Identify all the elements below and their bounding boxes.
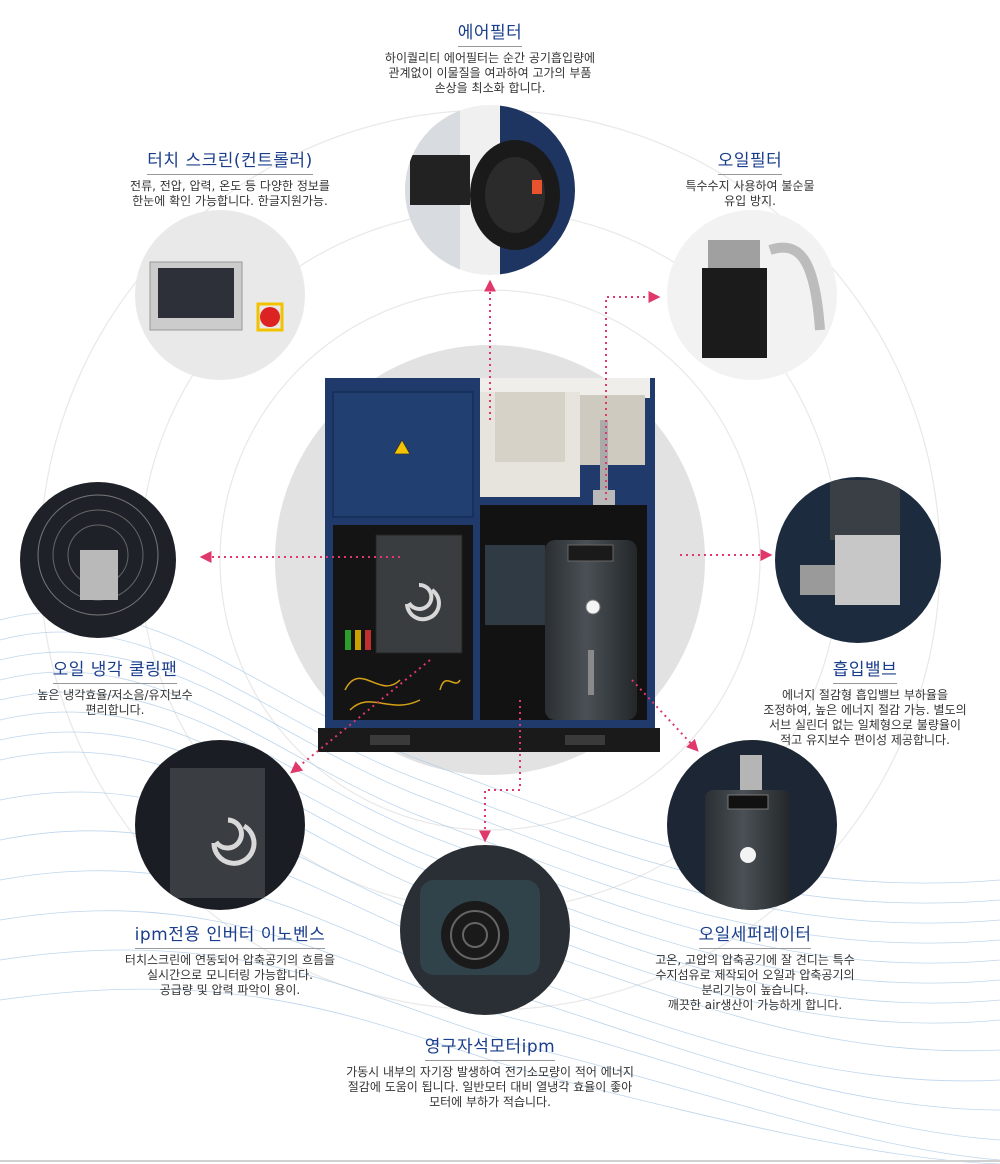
air-filter-image [405,105,575,275]
callout-description: 고온, 고압의 압축공기에 잘 견디는 특수 수지섬유로 제작되어 오일과 압축… [655,953,855,1012]
callout-title: 오일세퍼레이터 [698,920,812,949]
callout-title: ipm전용 인버터 이노벤스 [134,920,326,949]
callout-title: 영구자석모터ipm [424,1032,556,1061]
callout-oil-filter: 오일필터 특수수지 사용하여 불순물 유입 방지. [650,146,850,209]
callout-description: 높은 냉각효율/저소음/유지보수 편리합니다. [37,688,193,717]
callout-touch-screen: 터치 스크린(컨트롤러) 전류, 전압, 압력, 온도 등 다양한 정보를 한눈… [90,146,370,209]
logo-swirl-icon [405,582,441,622]
oil-separator-image [667,740,837,910]
inverter-image [135,740,305,910]
callout-title: 터치 스크린(컨트롤러) [147,146,313,175]
callout-title: 에어필터 [457,18,523,47]
callout-title: 흡입밸브 [832,655,898,684]
callout-intake-valve: 흡입밸브 에너지 절감형 흡입밸브 부하율을 조정하여, 높은 에너지 절감 가… [745,655,985,748]
callout-title: 오일필터 [717,146,783,175]
callout-motor: 영구자석모터ipm 가동시 내부의 자기장 발생하여 전기소모량이 적어 에너지… [300,1032,680,1110]
callout-inverter: ipm전용 인버터 이노벤스 터치스크린에 연동되어 압축공기의 흐름을 실시간… [80,920,380,998]
oil-filter-image [667,210,837,380]
callout-description: 특수수지 사용하여 불순물 유입 방지. [685,179,815,208]
bottom-divider [0,1160,1000,1162]
callout-description: 에너지 절감형 흡입밸브 부하율을 조정하여, 높은 에너지 절감 가능. 별도… [763,688,967,747]
callout-title: 오일 냉각 쿨링팬 [52,655,178,684]
callout-description: 터치스크린에 연동되어 압축공기의 흐름을 실시간으로 모니터링 가능합니다. … [124,953,336,997]
callout-air-filter: 에어필터 하이퀄리티 에어필터는 순간 공기흡입량에 관계없이 이물질을 여과하… [330,18,650,96]
connector-lines [199,279,773,843]
warning-icon [393,439,411,455]
compressor-unit [318,378,660,752]
intake-valve-image [775,477,941,643]
callout-cooling-fan: 오일 냉각 쿨링팬 높은 냉각효율/저소음/유지보수 편리합니다. [5,655,225,718]
touch-screen-image [135,210,305,380]
callout-oil-separator: 오일세퍼레이터 고온, 고압의 압축공기에 잘 견디는 특수 수지섬유로 제작되… [620,920,890,1013]
cooling-fan-image [20,482,176,638]
callout-description: 전류, 전압, 압력, 온도 등 다양한 정보를 한눈에 확인 가능합니다. 한… [130,179,330,208]
callout-description: 가동시 내부의 자기장 발생하여 전기소모량이 적어 에너지 절감에 도움이 됩… [346,1065,634,1109]
callout-description: 하이퀄리티 에어필터는 순간 공기흡입량에 관계없이 이물질을 여과하여 고가의… [384,51,596,95]
motor-image [400,845,570,1015]
pressure-gauge-icon [585,599,601,615]
emergency-stop-icon [260,307,280,327]
